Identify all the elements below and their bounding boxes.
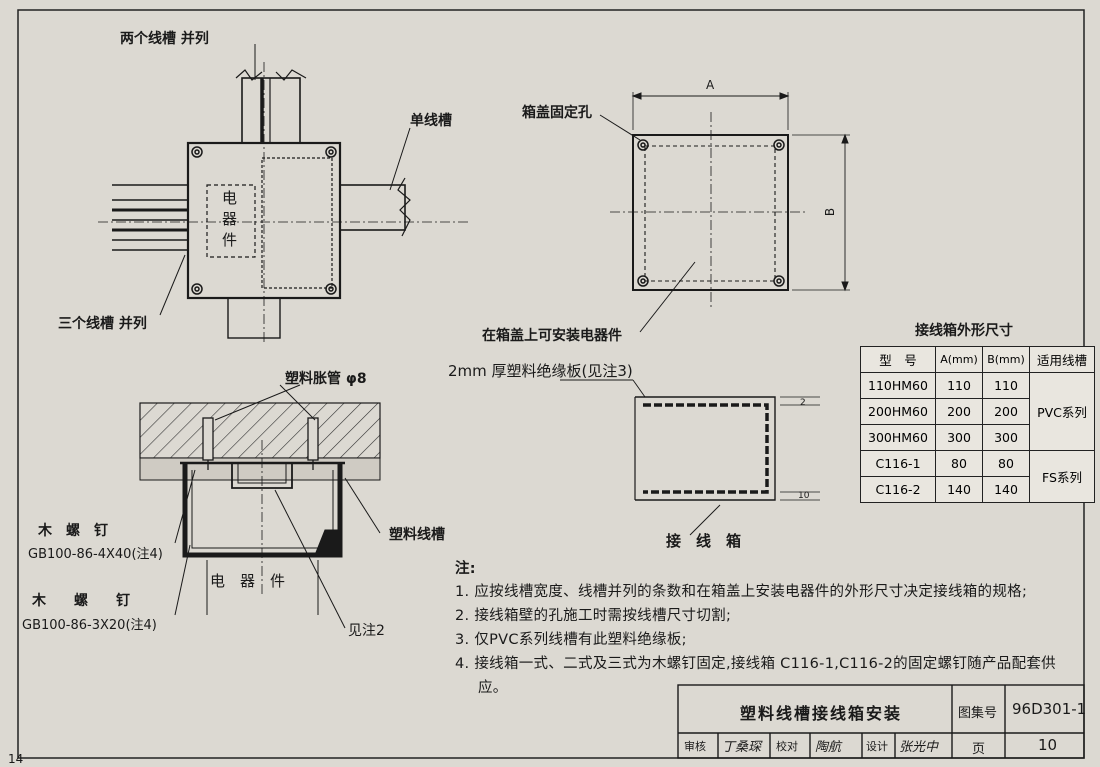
cell-b: 300 <box>982 424 1030 451</box>
plan-view <box>98 44 470 345</box>
page-number-left: 14 <box>8 752 24 766</box>
cell-b: 200 <box>982 398 1030 425</box>
label-wood-screw-2-title: 木 螺 钉 <box>32 593 130 609</box>
cover-holes <box>637 139 785 287</box>
cell-model: 300HM60 <box>860 424 936 451</box>
atlas-label: 图集号 <box>958 706 998 721</box>
cell-a: 110 <box>935 372 983 399</box>
label-device-section: 电 器 件 <box>210 572 286 590</box>
section-view <box>139 384 381 629</box>
label-dim-b: B <box>823 207 838 217</box>
table-row: 300HM60 300 300 <box>860 424 1095 451</box>
note-4: 4. 接线箱一式、二式及三式为木螺钉固定,接线箱 C116-1,C116-2的固… <box>455 656 1056 672</box>
col-header-model: 型 号 <box>860 346 936 373</box>
label-wood-screw-1-spec: GB100-86-4X40(注4) <box>28 547 163 562</box>
label-single-channel: 单线槽 <box>410 113 452 129</box>
col-header-channel: 适用线槽 <box>1029 346 1095 373</box>
spec-table-title: 接线箱外形尺寸 <box>915 323 1013 339</box>
cover-outline <box>632 134 789 291</box>
label-dim-2: 2 <box>800 398 806 408</box>
cell-group-pvc: PVC系列 <box>1029 372 1095 451</box>
col-header-b: B(mm) <box>982 346 1030 373</box>
review-label: 审核 <box>684 740 706 753</box>
atlas-number: 96D301-1 <box>1012 700 1087 718</box>
label-see-note-2: 见注2 <box>348 623 385 639</box>
check-label: 校对 <box>776 740 798 753</box>
label-three-channels: 三个线槽 并列 <box>58 316 147 332</box>
cell-a: 300 <box>935 424 983 451</box>
cell-b: 110 <box>982 372 1030 399</box>
label-insulation-board: 2mm 厚塑料绝缘板(见注3) <box>448 362 633 380</box>
title-block-lines <box>677 684 1085 759</box>
device-outline <box>206 184 256 258</box>
label-two-channels: 两个线槽 并列 <box>120 31 209 47</box>
label-dim-10: 10 <box>798 491 810 501</box>
label-dim-a: A <box>706 78 715 92</box>
notes-heading: 注: <box>455 561 476 577</box>
table-row: C116-1 80 80 FS系列 <box>860 450 1095 503</box>
review-signature: 丁桑琛 <box>722 740 762 755</box>
note-1: 1. 应按线槽宽度、线槽并列的条数和在箱盖上安装电器件的外形尺寸决定接线箱的规格… <box>455 584 1028 600</box>
cell-a: 80 <box>935 450 983 477</box>
page-number: 10 <box>1038 736 1058 754</box>
table-row: C116-2 140 140 <box>860 476 1095 503</box>
cell-b: 80 <box>982 450 1030 477</box>
cell-model: 110HM60 <box>860 372 936 399</box>
label-wood-screw-1-title: 木 螺 钉 <box>38 523 108 539</box>
label-plastic-channel: 塑料线槽 <box>389 527 445 543</box>
table-row: 110HM60 110 110 PVC系列 <box>860 372 1095 451</box>
label-wood-screw-2-spec: GB100-86-3X20(注4) <box>22 618 157 633</box>
cell-b: 140 <box>982 476 1030 503</box>
table-header-row: 型 号 A(mm) B(mm) 适用线槽 <box>860 346 1095 373</box>
box-section <box>182 463 343 558</box>
top-channels <box>241 77 301 144</box>
label-expansion-tube: 塑料胀管 φ8 <box>285 371 367 387</box>
check-signature: 陶航 <box>815 740 842 755</box>
note-2: 2. 接线箱壁的孔施工时需按线槽尺寸切割; <box>455 608 732 624</box>
left-channels <box>112 184 188 251</box>
cell-a: 200 <box>935 398 983 425</box>
label-install-on-cover: 在箱盖上可安装电器件 <box>482 328 622 344</box>
ceiling-slab <box>139 402 381 459</box>
label-cover-hole: 箱盖固定孔 <box>522 105 592 121</box>
cover-view <box>599 92 850 333</box>
label-junction-box: 接 线 箱 <box>666 532 742 550</box>
label-device-plan: 电 器 件 <box>222 189 238 249</box>
cell-group-fs: FS系列 <box>1029 450 1095 503</box>
col-header-a: A(mm) <box>935 346 983 373</box>
junction-box-section <box>560 379 820 536</box>
cell-a: 140 <box>935 476 983 503</box>
spec-table: 型 号 A(mm) B(mm) 适用线槽 110HM60 110 110 PVC… <box>860 346 1095 503</box>
design-signature: 张光中 <box>899 740 939 755</box>
cell-model: C116-1 <box>860 450 936 477</box>
cell-model: 200HM60 <box>860 398 936 425</box>
table-row: 200HM60 200 200 <box>860 398 1095 425</box>
drawing-title: 塑料线槽接线箱安装 <box>740 704 903 723</box>
corner-holes <box>191 146 337 295</box>
note-3: 3. 仅PVC系列线槽有此塑料绝缘板; <box>455 632 687 648</box>
note-4-continued: 应。 <box>478 680 508 696</box>
right-channel <box>339 184 406 231</box>
page-label: 页 <box>972 742 986 757</box>
design-label: 设计 <box>866 740 888 753</box>
cell-model: C116-2 <box>860 476 936 503</box>
